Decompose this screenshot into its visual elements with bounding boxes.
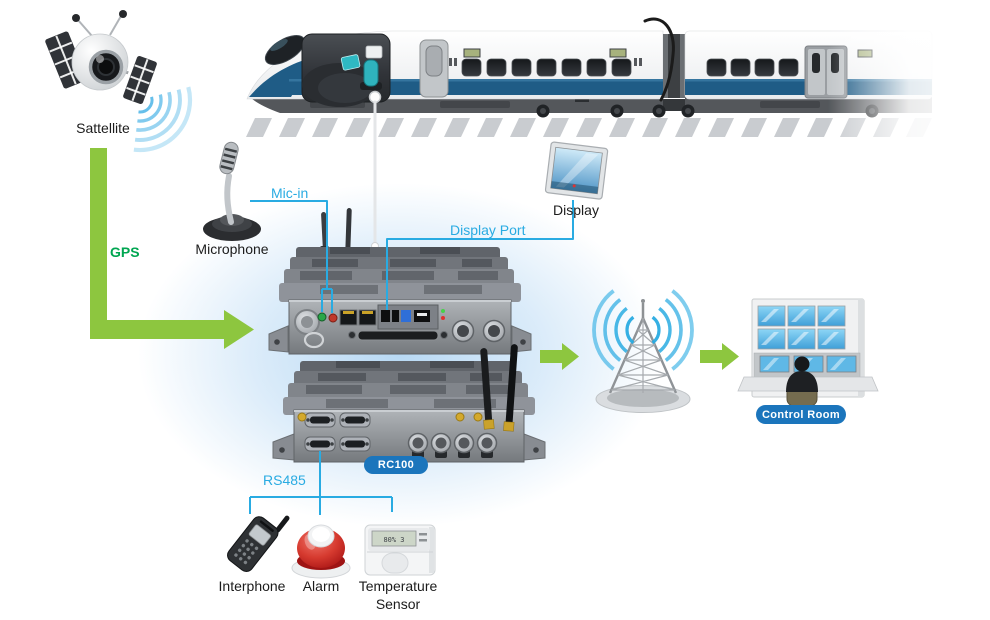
wifi-antenna-icon [480, 344, 518, 432]
gps-arrow [90, 148, 254, 349]
serial-ports [304, 412, 371, 452]
satellite-icon [42, 10, 160, 108]
microphone-label: Microphone [195, 241, 269, 257]
microphone-icon [203, 141, 261, 241]
control-room-badge: Control Room [756, 405, 846, 424]
temperature-sensor-label: Temperature Sensor [358, 578, 438, 612]
control-room-icon [737, 298, 879, 407]
arrow-device-to-tower [540, 343, 579, 370]
rs485-label: RS485 [263, 472, 306, 488]
rc100-badge: RC100 [364, 456, 428, 474]
display-label: Display [553, 202, 599, 218]
mic-in-line [250, 200, 333, 313]
satellite-waves-icon [133, 86, 193, 153]
rc100-bottom-device [272, 344, 546, 463]
temperature-sensor-icon: 80% 3 [364, 524, 436, 576]
alarm-label: Alarm [302, 578, 340, 594]
display-port-line [386, 200, 574, 310]
interphone-icon [227, 515, 290, 572]
satellite-label: Sattellite [76, 120, 130, 136]
display-port-label: Display Port [450, 222, 526, 238]
lcd-reading: 80% 3 [383, 536, 404, 544]
mic-in-label: Mic-in [271, 185, 309, 201]
rs485-line [249, 451, 393, 515]
antenna-tower-icon [592, 288, 694, 413]
alarm-icon [291, 524, 351, 579]
arrow-tower-to-control [700, 343, 739, 370]
m12-connectors [407, 432, 498, 458]
driver-cab [301, 33, 391, 107]
rc100-top-device [268, 208, 532, 355]
fade-overlay [828, 0, 990, 150]
display-icon [544, 141, 609, 200]
gps-label: GPS [110, 244, 140, 260]
interphone-label: Interphone [218, 578, 286, 594]
